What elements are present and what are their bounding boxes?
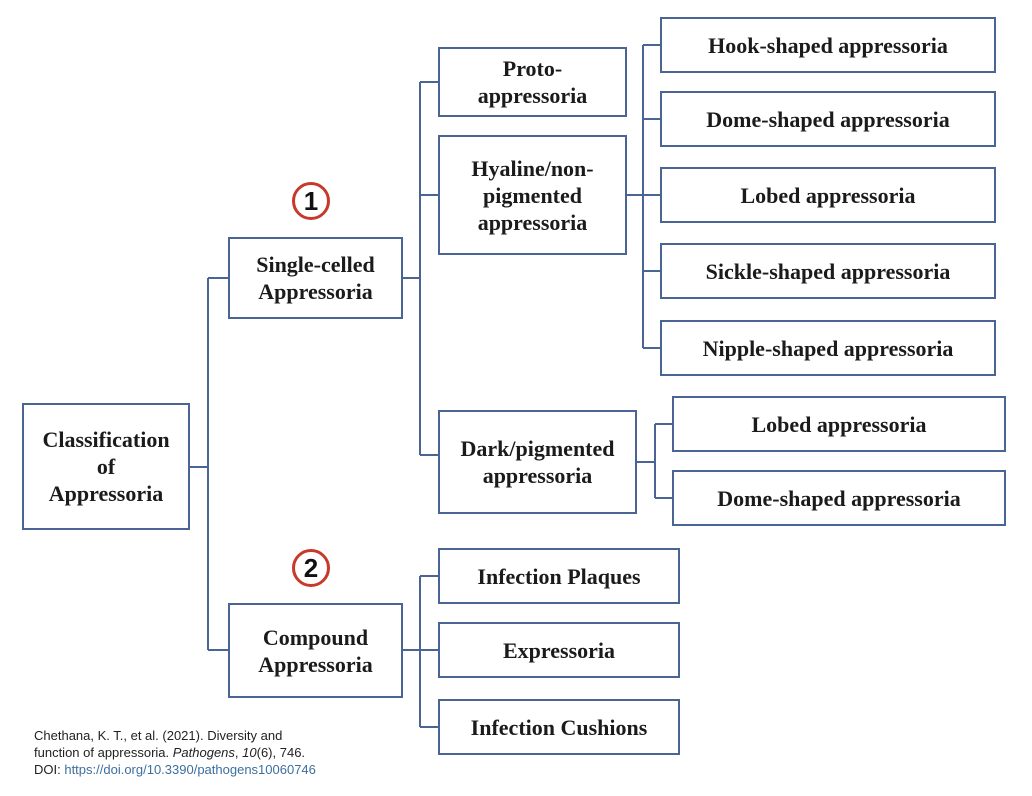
citation-line-2-text: function of appressoria. — [34, 745, 173, 760]
root-box: Classification of Appressoria — [22, 403, 190, 530]
hyaline-box: Hyaline/non- pigmented appressoria — [438, 135, 627, 255]
dark-dome-shaped-box: Dome-shaped appressoria — [672, 470, 1006, 526]
citation-line-2: function of appressoria. Pathogens, 10(6… — [34, 744, 316, 761]
hook-shaped-box: Hook-shaped appressoria — [660, 17, 996, 73]
expressoria-label: Expressoria — [502, 637, 616, 663]
citation-line-1: Chethana, K. T., et al. (2021). Diversit… — [34, 728, 283, 743]
single-celled-label: Single-celled Appressoria — [256, 252, 375, 304]
dark-lobed-label: Lobed appressoria — [751, 411, 927, 437]
root-label: Classification of Appressoria — [42, 427, 170, 506]
nipple-shaped-box: Nipple-shaped appressoria — [660, 320, 996, 376]
citation-journal: Pathogens — [172, 745, 235, 760]
sickle-shaped-label: Sickle-shaped appressoria — [705, 258, 951, 284]
infection-plaques-box: Infection Plaques — [438, 548, 680, 604]
compound-box: Compound Appressoria — [228, 603, 403, 698]
expressoria-box: Expressoria — [438, 622, 680, 678]
hook-shaped-label: Hook-shaped appressoria — [708, 32, 948, 58]
lobed-label: Lobed appressoria — [740, 182, 916, 208]
number-badge-1-label: 1 — [303, 185, 319, 216]
dark-lobed-box: Lobed appressoria — [672, 396, 1006, 452]
dome-shaped-label: Dome-shaped appressoria — [706, 106, 950, 132]
compound-label: Compound Appressoria — [258, 624, 373, 677]
citation-doi-link[interactable]: https://doi.org/10.3390/pathogens1006074… — [64, 762, 316, 777]
citation-doi-label: DOI: — [34, 762, 65, 777]
citation-line-3: DOI: https://doi.org/10.3390/pathogens10… — [34, 761, 316, 778]
single-celled-box: Single-celled Appressoria — [228, 237, 403, 319]
citation-issue-pages: (6), 746. — [256, 745, 306, 760]
infection-cushions-box: Infection Cushions — [438, 699, 680, 755]
dome-shaped-box: Dome-shaped appressoria — [660, 91, 996, 147]
proto-box: Proto- appressoria — [438, 47, 627, 117]
number-badge-2-label: 2 — [303, 552, 319, 583]
dark-dome-shaped-label: Dome-shaped appressoria — [717, 485, 961, 511]
infection-cushions-label: Infection Cushions — [470, 714, 648, 740]
infection-plaques-label: Infection Plaques — [477, 563, 641, 589]
number-badge-1: 1 — [292, 182, 330, 220]
nipple-shaped-label: Nipple-shaped appressoria — [702, 335, 954, 361]
dark-box: Dark/pigmented appressoria — [438, 410, 637, 514]
proto-label: Proto- appressoria — [477, 56, 588, 108]
citation-separator: , — [234, 745, 243, 760]
sickle-shaped-box: Sickle-shaped appressoria — [660, 243, 996, 299]
number-badge-2: 2 — [292, 549, 330, 587]
citation: Chethana, K. T., et al. (2021). Diversit… — [34, 727, 316, 778]
dark-label: Dark/pigmented appressoria — [460, 436, 615, 488]
hyaline-label: Hyaline/non- pigmented appressoria — [471, 155, 594, 235]
citation-volume: 10 — [242, 745, 257, 760]
lobed-box: Lobed appressoria — [660, 167, 996, 223]
